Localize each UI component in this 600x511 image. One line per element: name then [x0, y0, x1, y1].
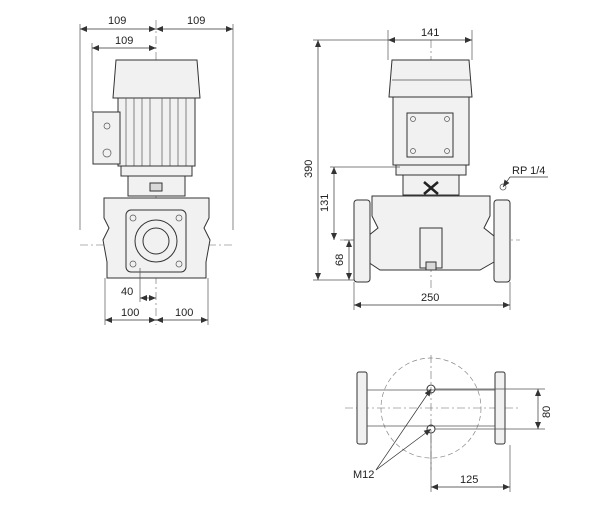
- dim-plan-hole-spacing: 80: [541, 406, 553, 418]
- dim-plan-hole-offset: 125: [460, 474, 478, 486]
- label-bolt-size: M12: [353, 469, 374, 481]
- side-flange: [125, 209, 187, 273]
- front-motor-stool: [402, 174, 460, 196]
- dim-side-top-left: 109: [108, 15, 126, 27]
- side-terminal-box: [92, 111, 121, 165]
- dim-front-base-height: 68: [334, 254, 346, 266]
- dim-front-pipe-height: 131: [319, 194, 331, 212]
- front-view: 141 390 131 68 250 RP 1/4: [303, 27, 548, 310]
- label-vent-thread: RP 1/4: [512, 165, 545, 177]
- dim-side-motor-half: 109: [115, 35, 133, 47]
- side-cable-gland: [102, 148, 112, 158]
- plan-view: 80 125 M12: [345, 355, 553, 492]
- front-terminal-box: [406, 112, 454, 158]
- front-motor-cap: [388, 59, 473, 98]
- side-motor-cap: [112, 59, 201, 99]
- dim-front-port-to-port: 250: [421, 292, 439, 304]
- dim-side-bottom-right: 100: [175, 307, 193, 319]
- side-motor-fins: [125, 98, 187, 166]
- dim-side-bottom-left: 100: [121, 307, 139, 319]
- plan-outlet-flange: [494, 371, 506, 445]
- plan-inlet-flange: [356, 371, 368, 445]
- side-view: 109 109 109 40 100 100: [79, 15, 235, 325]
- side-motor-body: [117, 97, 196, 167]
- front-outlet-flange: [493, 199, 511, 283]
- dim-side-flange-offset: 40: [121, 286, 133, 298]
- dim-side-top-right: 109: [187, 15, 205, 27]
- dim-front-total-height: 390: [303, 160, 315, 178]
- front-inlet-flange: [353, 199, 371, 283]
- dim-front-motor-width: 141: [421, 27, 439, 39]
